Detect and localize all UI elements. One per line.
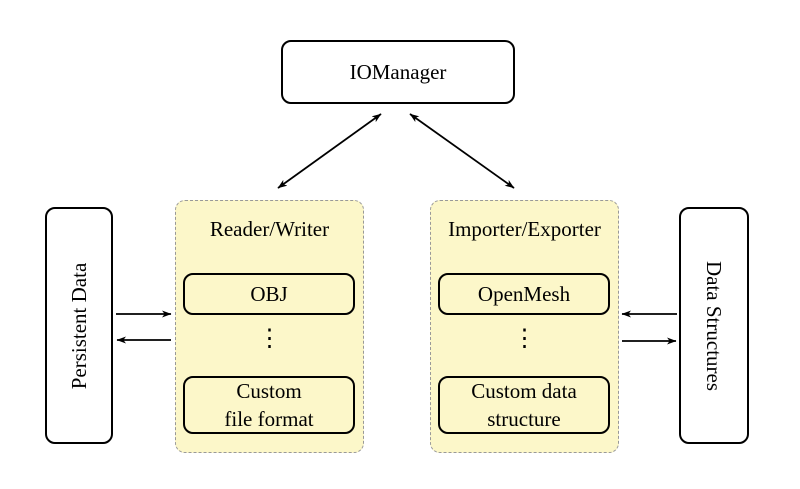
arrow-iomanager-importer-exporter <box>409 113 515 189</box>
persistent-data-node: Persistent Data <box>45 207 113 444</box>
obj-label: OBJ <box>250 281 288 306</box>
importer-exporter-title: Importer/Exporter <box>448 217 601 241</box>
importer-exporter-group: Importer/Exporter OpenMesh ⋮ Custom data… <box>430 200 619 453</box>
persistent-data-label: Persistent Data <box>66 262 91 389</box>
openmesh-label: OpenMesh <box>477 281 571 306</box>
custom-data-structure-node: Custom data structure <box>438 376 610 434</box>
iomanager-label: IOManager <box>349 59 447 84</box>
iomanager-node: IOManager <box>281 40 515 104</box>
vertical-ellipsis-left: ⋮ <box>257 326 282 352</box>
obj-node: OBJ <box>183 273 355 315</box>
custom-data-structure-label: Custom data structure <box>471 379 577 431</box>
openmesh-node: OpenMesh <box>438 273 610 315</box>
data-structures-label: Data Structures <box>702 260 727 391</box>
custom-file-format-node: Custom file format <box>183 376 355 434</box>
data-structures-node: Data Structures <box>679 207 749 444</box>
reader-writer-group: Reader/Writer OBJ ⋮ Custom file format <box>175 200 364 453</box>
arrow-iomanager-reader-writer <box>277 113 382 189</box>
vertical-ellipsis-right: ⋮ <box>512 326 537 352</box>
custom-file-format-label: Custom file format <box>224 379 314 431</box>
reader-writer-title: Reader/Writer <box>209 217 330 241</box>
